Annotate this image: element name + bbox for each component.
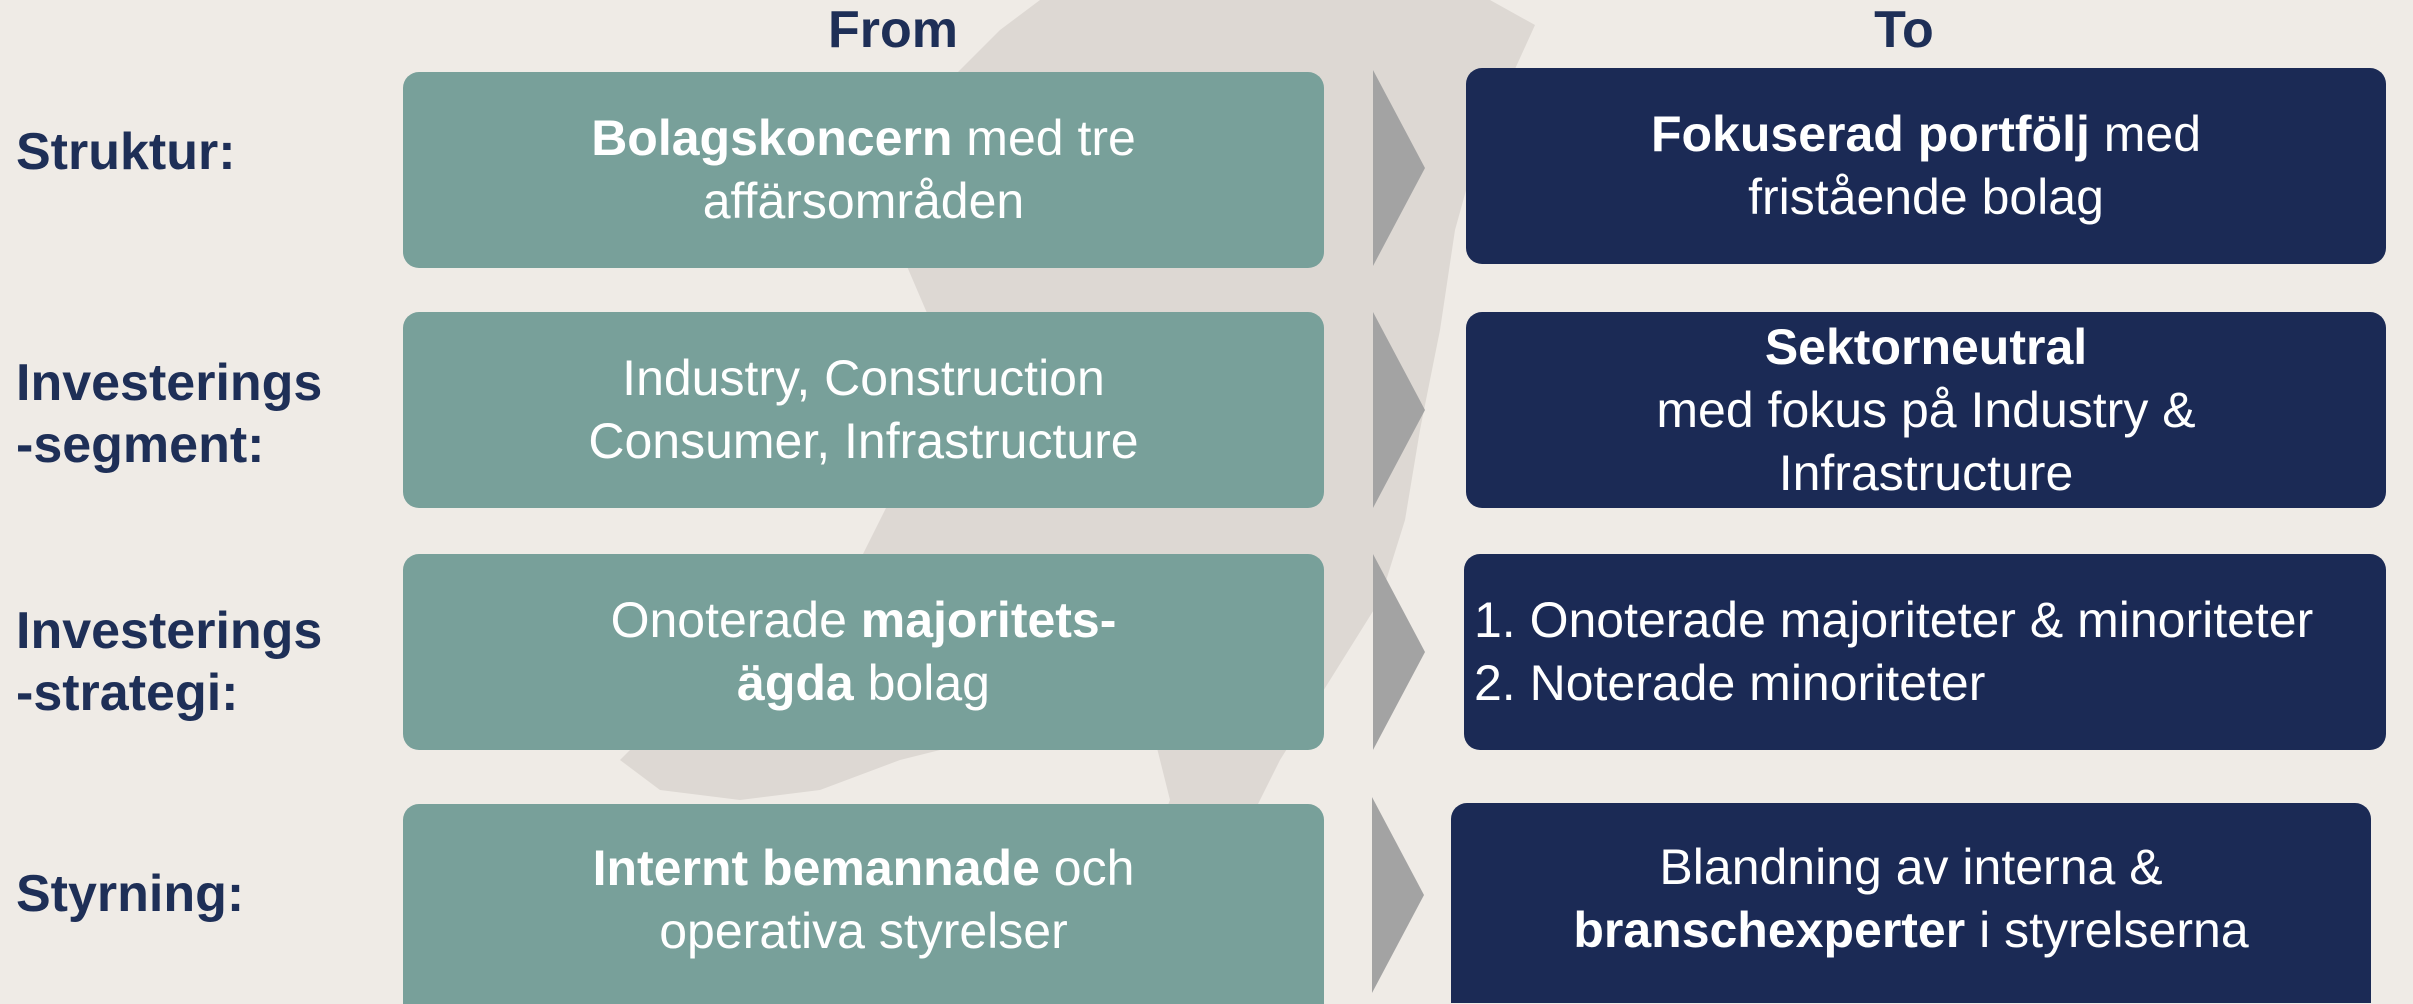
to-box-text: Fokuserad portfölj med fristående bolag: [1651, 103, 2201, 229]
arrow-right-icon: [1373, 70, 1425, 266]
from-box-text: Internt bemannade och operativa styrelse…: [593, 837, 1135, 963]
bold-text: majoritets-: [860, 592, 1117, 648]
text-line: Sektorneutral: [1656, 316, 2195, 379]
text-line: operativa styrelser: [659, 903, 1068, 959]
text-line: branschexperter i styrelserna: [1573, 899, 2248, 962]
from-box-investeringssegment: Industry, Construction Consumer, Infrast…: [403, 312, 1324, 508]
row-label-line: -segment:: [16, 416, 265, 474]
from-box-text: Industry, Construction Consumer, Infrast…: [588, 347, 1138, 473]
plain-text: Onoterade: [610, 592, 861, 648]
from-box-struktur: Bolagskoncern med tre affärsområden: [403, 72, 1324, 268]
plain-text: bolag: [853, 655, 990, 711]
row-label-investeringssegment: Investerings -segment:: [16, 352, 322, 476]
list-item: 2. Noterade minoriteter: [1474, 655, 1986, 711]
row-label-line: Investerings: [16, 354, 323, 412]
from-box-styrning: Internt bemannade och operativa styrelse…: [403, 804, 1324, 1004]
arrow-right-icon: [1372, 797, 1424, 993]
arrow-right-icon: [1373, 312, 1425, 508]
text-line: med fokus på Industry &: [1656, 381, 2196, 438]
to-box-styrning: Blandning av interna & branschexperter i…: [1451, 803, 2371, 1003]
row-label-styrning: Styrning:: [16, 863, 244, 925]
bold-text: Sektorneutral: [1764, 318, 2088, 375]
row-label-line: Struktur:: [16, 123, 236, 181]
text-line: Bolagskoncern med tre: [591, 107, 1136, 170]
to-box-text: Blandning av interna & branschexperter i…: [1573, 836, 2248, 962]
plain-text: i styrelserna: [1965, 902, 2249, 958]
text-line: fristående bolag: [1748, 169, 2104, 225]
to-column-header: To: [1874, 1, 1934, 59]
plain-text: och: [1039, 840, 1135, 896]
plain-text: med: [2089, 106, 2202, 162]
bold-text: ägda: [737, 655, 854, 711]
text-line: affärsområden: [702, 173, 1025, 229]
from-column-header: From: [828, 1, 958, 59]
arrow-right-icon: [1373, 554, 1425, 750]
row-label-line: Investerings: [16, 602, 323, 660]
text-line: Onoterade majoritets-: [611, 589, 1117, 652]
plain-text: med tre: [952, 110, 1136, 166]
text-line: Industry, Construction: [622, 350, 1105, 406]
text-line: Internt bemannade och: [593, 837, 1135, 900]
to-box-investeringssegment: Sektorneutral med fokus på Industry & In…: [1466, 312, 2386, 508]
bold-text: Fokuserad portfölj: [1650, 106, 2090, 162]
bold-text: Internt bemannade: [592, 840, 1040, 896]
from-box-investeringsstrategi: Onoterade majoritets- ägda bolag: [403, 554, 1324, 750]
text-line: Fokuserad portfölj med: [1651, 103, 2201, 166]
bold-text: Bolagskoncern: [591, 110, 953, 166]
bold-text: branschexperter: [1573, 902, 1966, 958]
row-label-struktur: Struktur:: [16, 121, 236, 183]
to-box-investeringsstrategi: 1. Onoterade majoriteter & minoriteter 2…: [1464, 554, 2386, 750]
from-box-text: Bolagskoncern med tre affärsområden: [591, 107, 1136, 233]
to-box-text: Sektorneutral med fokus på Industry & In…: [1656, 316, 2195, 505]
text-line: Consumer, Infrastructure: [588, 413, 1139, 469]
from-box-text: Onoterade majoritets- ägda bolag: [611, 589, 1117, 715]
text-line: Infrastructure: [1778, 444, 2074, 501]
to-box-struktur: Fokuserad portfölj med fristående bolag: [1466, 68, 2386, 264]
text-line: Blandning av interna &: [1659, 839, 2163, 895]
row-label-line: Styrning:: [16, 865, 245, 923]
list-item: 1. Onoterade majoriteter & minoriteter: [1474, 592, 2314, 648]
strategy-list: 1. Onoterade majoriteter & minoriteter 2…: [1474, 589, 2313, 715]
row-label-investeringsstrategi: Investerings -strategi:: [16, 600, 322, 724]
row-label-line: -strategi:: [16, 664, 239, 722]
text-line: ägda bolag: [611, 652, 1117, 715]
